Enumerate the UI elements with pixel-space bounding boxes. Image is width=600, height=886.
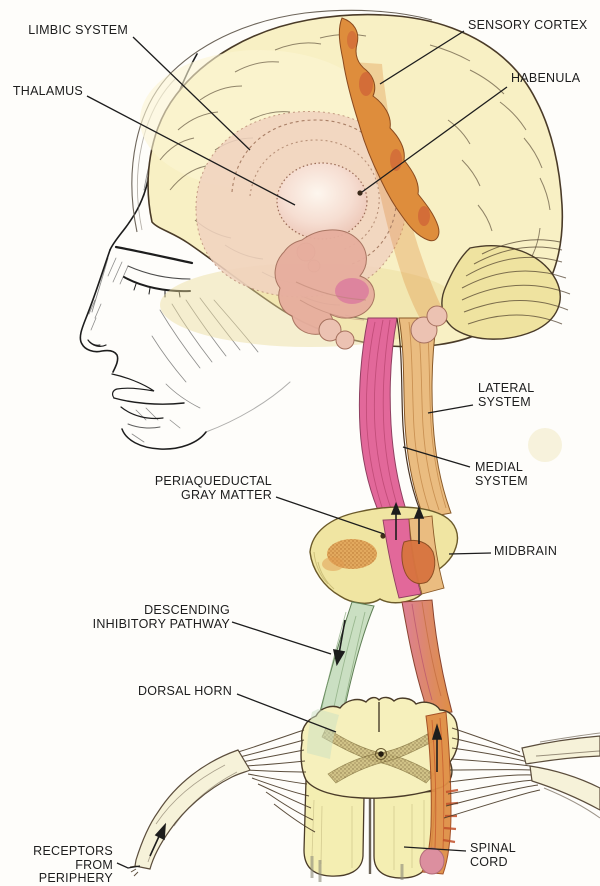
leader-medial-system [402, 446, 471, 468]
tracts-through-midbrain [382, 515, 445, 599]
cerebellum [441, 239, 571, 340]
descending-arrow-inhibitory-pathway [332, 619, 346, 667]
label-periaqueductal-gray-matter: PERIAQUEDUCTAL GRAY MATTER [154, 474, 272, 502]
right-nerve-rootlets [443, 727, 541, 819]
leader-limbic-system [132, 36, 251, 151]
label-spinal-cord: SPINAL CORD [470, 841, 516, 869]
habenula-point [357, 190, 363, 196]
ascending-arrow-spinal-cord [431, 723, 443, 772]
label-lateral-system: LATERAL SYSTEM [478, 381, 535, 409]
label-habenula: HABENULA [511, 71, 581, 85]
upper-tracts [358, 317, 452, 523]
leader-spinal-cord [403, 846, 467, 852]
gray-matter-butterfly [321, 727, 441, 784]
left-nerve-rootlets [237, 729, 316, 833]
thalamus-region [276, 162, 368, 240]
right-nerve-lower [529, 765, 600, 811]
ascending-arrow-peripheral-nerve [149, 822, 166, 857]
sensory-cortex-region [338, 17, 440, 242]
dorsal-horn-entry [307, 709, 339, 759]
leader-descending-inhibitory-pathway [231, 621, 332, 655]
leader-lateral-system [427, 404, 474, 414]
ascending-arrow-midbrain-right [413, 505, 425, 544]
closed-eye [114, 245, 194, 298]
paper-stain [528, 428, 562, 462]
leader-receptors-from-periphery [116, 862, 141, 869]
head-profile [79, 53, 291, 450]
leader-sensory-cortex [379, 30, 465, 85]
label-limbic-system: LIMBIC SYSTEM [28, 23, 128, 37]
label-dorsal-horn: DORSAL HORN [138, 684, 232, 698]
right-nerve-upper [521, 735, 600, 765]
label-sensory-cortex: SENSORY CORTEX [468, 18, 588, 32]
leader-thalamus [86, 95, 296, 206]
brainstem-pons [274, 229, 448, 350]
leader-habenula [361, 86, 508, 193]
leader-dorsal-horn [236, 693, 337, 733]
label-medial-system: MEDIAL SYSTEM [475, 460, 528, 488]
spinal-cord [300, 696, 459, 882]
aqueduct-point [380, 533, 386, 539]
leader-lines [86, 30, 508, 869]
label-midbrain: MIDBRAIN [494, 544, 558, 558]
ascending-tract-on-cord [419, 711, 459, 875]
leader-midbrain [448, 552, 492, 555]
label-receptors-from-periphery: RECEPTORS FROM PERIPHERY [33, 844, 113, 885]
lateral-system-tract [398, 317, 452, 519]
label-descending-inhibitory-pathway: DESCENDING INHIBITORY PATHWAY [92, 603, 230, 631]
label-thalamus: THALAMUS [12, 84, 83, 98]
leader-periaqueductal-gray-matter [275, 496, 385, 535]
receptor-endings [129, 865, 139, 877]
flow-arrows [149, 501, 443, 857]
ascending-arrow-midbrain-left [390, 501, 402, 540]
